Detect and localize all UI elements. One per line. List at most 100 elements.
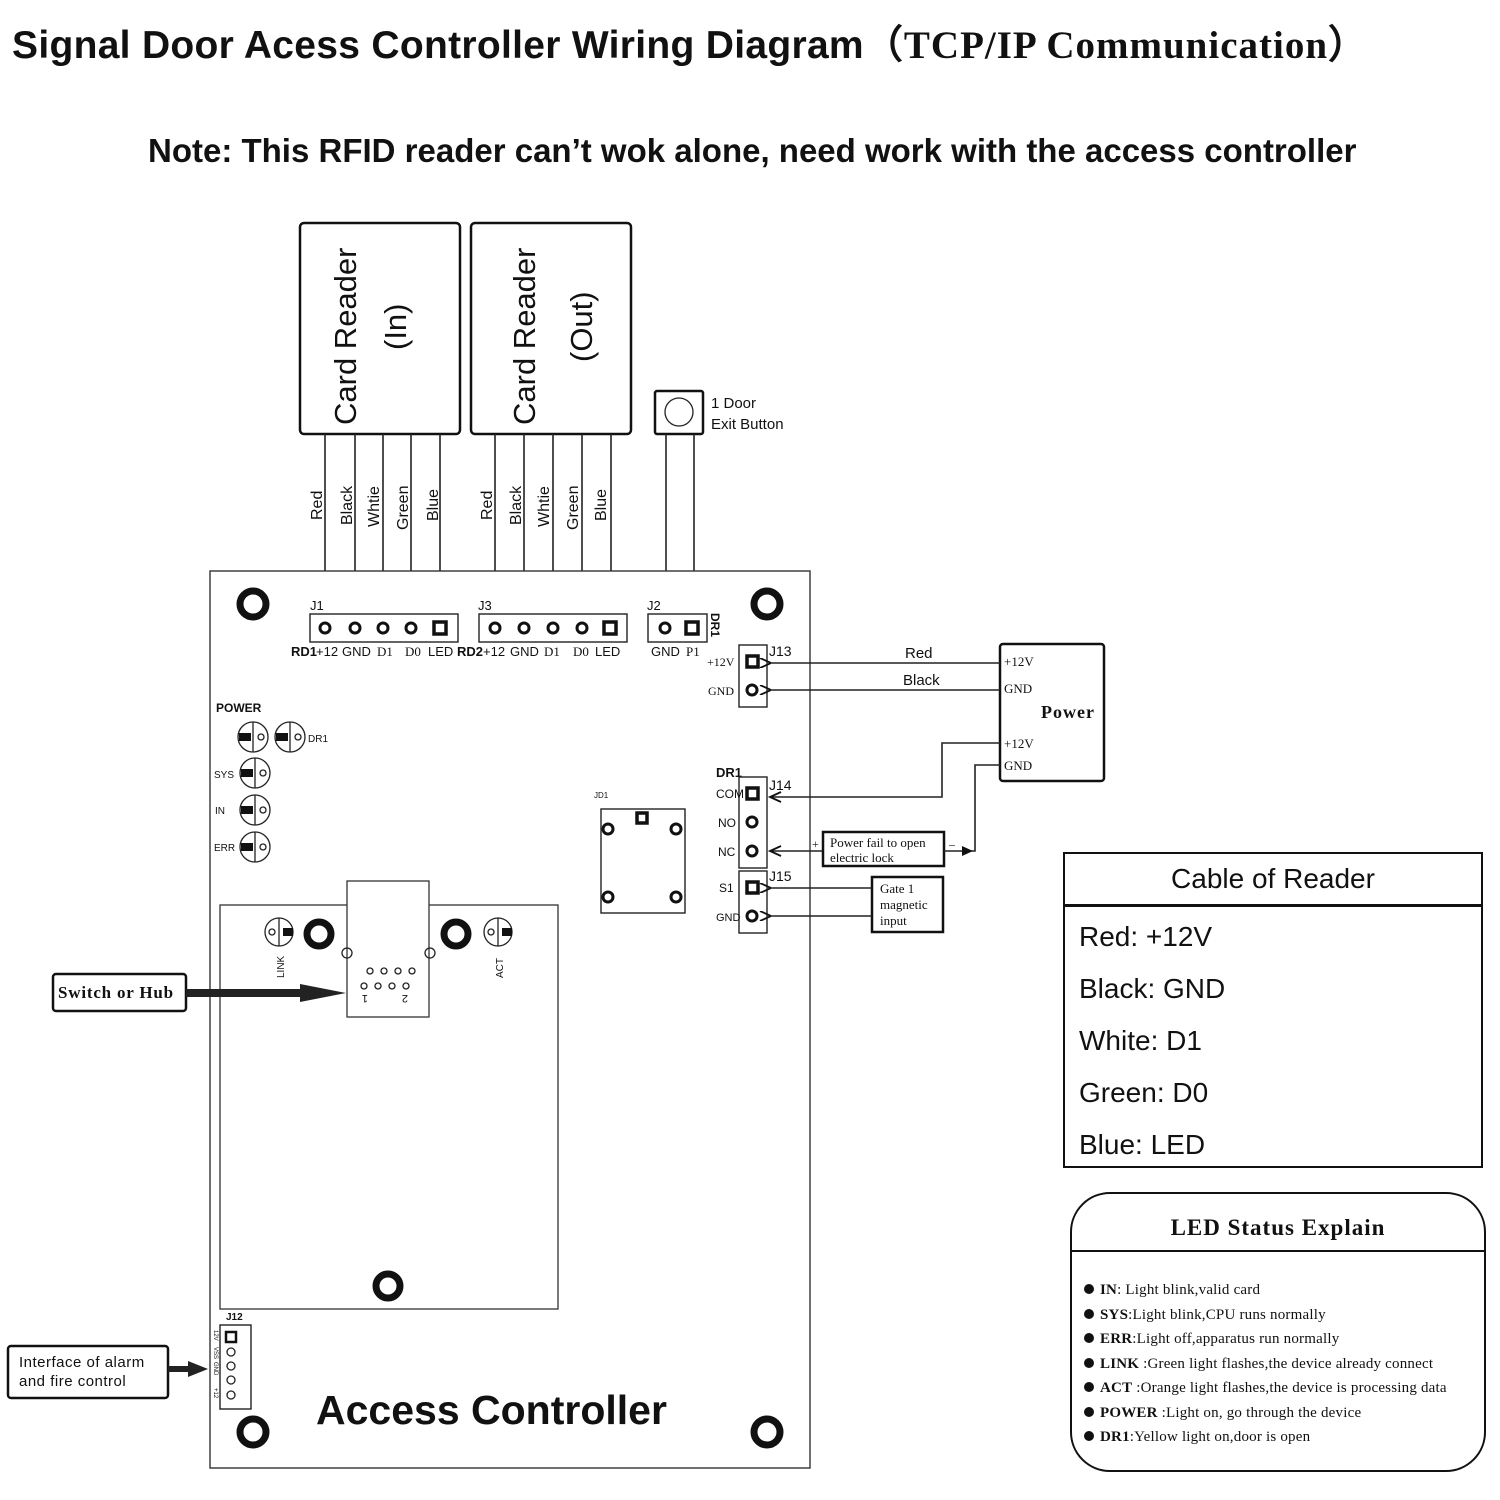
svg-text:2: 2 bbox=[402, 992, 408, 1004]
led-status-item: ERR:Light off,apparatus run normally bbox=[1072, 1327, 1484, 1352]
svg-text:D0: D0 bbox=[405, 644, 421, 659]
wire-label: Whtie bbox=[366, 486, 383, 527]
wire-label: Blue bbox=[425, 489, 442, 521]
led-status-item: POWER :Light on, go through the device bbox=[1072, 1401, 1484, 1426]
svg-text:J3: J3 bbox=[478, 598, 492, 613]
power-led bbox=[237, 721, 269, 753]
note-text: Note: This RFID reader can’t wok alone, … bbox=[148, 132, 1357, 169]
led-status-title: LED Status Explain bbox=[1072, 1194, 1484, 1252]
j12-connector: J12 12V VSS GND +12 bbox=[212, 1312, 252, 1410]
svg-text:LED: LED bbox=[595, 644, 620, 659]
exit-button: 1 Door Exit Button bbox=[653, 389, 784, 615]
exit-button-label: 1 Door bbox=[711, 395, 756, 412]
svg-text:D0: D0 bbox=[573, 644, 589, 659]
jd1-relay: JD1 bbox=[594, 791, 686, 914]
card-reader-in: Card Reader (In) bbox=[298, 221, 462, 436]
access-controller-board: J1 RD1 +12 GND D1 D0 LED J3 RD2 +12 GND bbox=[209, 570, 811, 1469]
power-supply: +12V GND Power +12V GND bbox=[998, 642, 1106, 783]
cable-row: Red: +12V bbox=[1079, 921, 1213, 952]
cable-of-reader-table: Cable of Reader Red: +12V Black: GND Whi… bbox=[1063, 852, 1483, 1168]
status-leds: POWER DR1 SYS IN bbox=[214, 701, 328, 863]
svg-text:DR1: DR1 bbox=[716, 765, 742, 780]
wire-label: Red bbox=[309, 491, 326, 520]
reader-in-label: Card Reader bbox=[328, 248, 363, 425]
wire-label: Whtie bbox=[536, 486, 553, 527]
svg-text:NO: NO bbox=[718, 816, 736, 830]
in-led: IN bbox=[215, 794, 271, 826]
svg-text:+: + bbox=[812, 837, 819, 851]
network-module: 1 2 LINK ACT bbox=[219, 880, 559, 1310]
svg-text:J12: J12 bbox=[226, 1312, 243, 1323]
svg-text:+12: +12 bbox=[212, 1388, 218, 1399]
svg-text:12V: 12V bbox=[212, 1330, 218, 1341]
sys-led: SYS bbox=[214, 757, 271, 789]
switch-or-hub: Switch or Hub bbox=[51, 972, 346, 1013]
svg-text:GND: GND bbox=[510, 644, 539, 659]
wire-label: Red bbox=[479, 491, 496, 520]
led-status-item: DR1:Yellow light on,door is open bbox=[1072, 1425, 1484, 1450]
svg-text:COM: COM bbox=[716, 787, 744, 801]
reader-out-label: Card Reader bbox=[507, 248, 542, 425]
svg-text:S1: S1 bbox=[719, 881, 734, 895]
svg-text:J2: J2 bbox=[647, 598, 661, 613]
title-text: Signal Door Acess Controller Wiring Diag… bbox=[12, 24, 864, 67]
svg-text:P1: P1 bbox=[686, 644, 700, 659]
svg-text:GND: GND bbox=[716, 912, 741, 924]
svg-text:+12: +12 bbox=[316, 644, 338, 659]
wire-label: Black bbox=[508, 485, 525, 525]
electric-lock-box: Power fail to open electric lock + – bbox=[767, 830, 962, 868]
cable-row: Blue: LED bbox=[1079, 1129, 1206, 1160]
led-status-item: LINK :Green light flashes,the device alr… bbox=[1072, 1352, 1484, 1377]
svg-text:J14: J14 bbox=[769, 777, 792, 793]
svg-text:RD2: RD2 bbox=[457, 644, 483, 659]
led-status-item: IN: Light blink,valid card bbox=[1072, 1278, 1484, 1303]
reader-out-sublabel: (Out) bbox=[564, 291, 599, 362]
svg-text:Power: Power bbox=[1041, 702, 1095, 722]
wire-label: Black bbox=[339, 485, 356, 525]
wire-label: Green bbox=[565, 486, 582, 530]
svg-text:LINK: LINK bbox=[276, 955, 287, 978]
bullet-icon bbox=[1084, 1333, 1094, 1343]
svg-text:ERR: ERR bbox=[214, 843, 235, 854]
svg-text:input: input bbox=[880, 913, 907, 928]
cable-row: White: D1 bbox=[1079, 1025, 1202, 1056]
rj45-pins: 1 2 bbox=[360, 967, 416, 1004]
bullet-icon bbox=[1084, 1406, 1094, 1417]
svg-text:NC: NC bbox=[718, 845, 736, 859]
svg-text:DR1: DR1 bbox=[308, 734, 328, 745]
card-reader-out: Card Reader (Out) bbox=[469, 221, 633, 436]
cable-row: Green: D0 bbox=[1079, 1077, 1209, 1108]
svg-text:J15: J15 bbox=[769, 868, 792, 884]
exit-button-label: Exit Button bbox=[711, 416, 784, 433]
led-status-item: SYS:Light blink,CPU runs normally bbox=[1072, 1303, 1484, 1328]
svg-text:Interface of alarm: Interface of alarm bbox=[19, 1354, 145, 1371]
svg-text:Switch or Hub: Switch or Hub bbox=[58, 983, 174, 1002]
dr1-led: DR1 bbox=[274, 721, 328, 753]
svg-text:and fire control: and fire control bbox=[19, 1373, 126, 1390]
svg-text:electric lock: electric lock bbox=[830, 850, 894, 865]
svg-text:SYS: SYS bbox=[214, 770, 234, 781]
svg-text:J1: J1 bbox=[310, 598, 324, 613]
svg-text:Gate 1: Gate 1 bbox=[880, 881, 914, 896]
svg-text:RD1: RD1 bbox=[291, 644, 317, 659]
cable-row: Black: GND bbox=[1079, 973, 1226, 1004]
j1-connector: J1 RD1 +12 GND D1 D0 LED bbox=[291, 598, 459, 659]
wire-label: Green bbox=[395, 486, 412, 530]
svg-text:+12: +12 bbox=[483, 644, 505, 659]
svg-text:Black: Black bbox=[903, 672, 940, 689]
bullet-icon bbox=[1084, 1284, 1094, 1294]
svg-text:GND: GND bbox=[342, 644, 371, 659]
board-title: Access Controller bbox=[316, 1387, 667, 1433]
gate-magnetic-input-box: Gate 1 magnetic input bbox=[770, 875, 945, 934]
svg-text:VSS: VSS bbox=[212, 1347, 218, 1359]
svg-text:Red: Red bbox=[905, 645, 933, 662]
led-status-item: ACT :Orange light flashes,the device is … bbox=[1072, 1376, 1484, 1401]
j3-connector: J3 RD2 +12 GND D1 D0 LED bbox=[457, 598, 628, 659]
diagram-title: Signal Door Acess Controller Wiring Diag… bbox=[12, 14, 1368, 70]
power-wires: Red Black bbox=[770, 645, 1000, 856]
svg-text:JD1: JD1 bbox=[594, 791, 609, 800]
j13-connector: J13 +12V GND bbox=[707, 643, 792, 708]
j14-connector: DR1 J14 COM NO NC bbox=[716, 765, 792, 869]
title-suffix: （TCP/IP Communication） bbox=[863, 24, 1369, 67]
svg-text:D1: D1 bbox=[544, 644, 560, 659]
